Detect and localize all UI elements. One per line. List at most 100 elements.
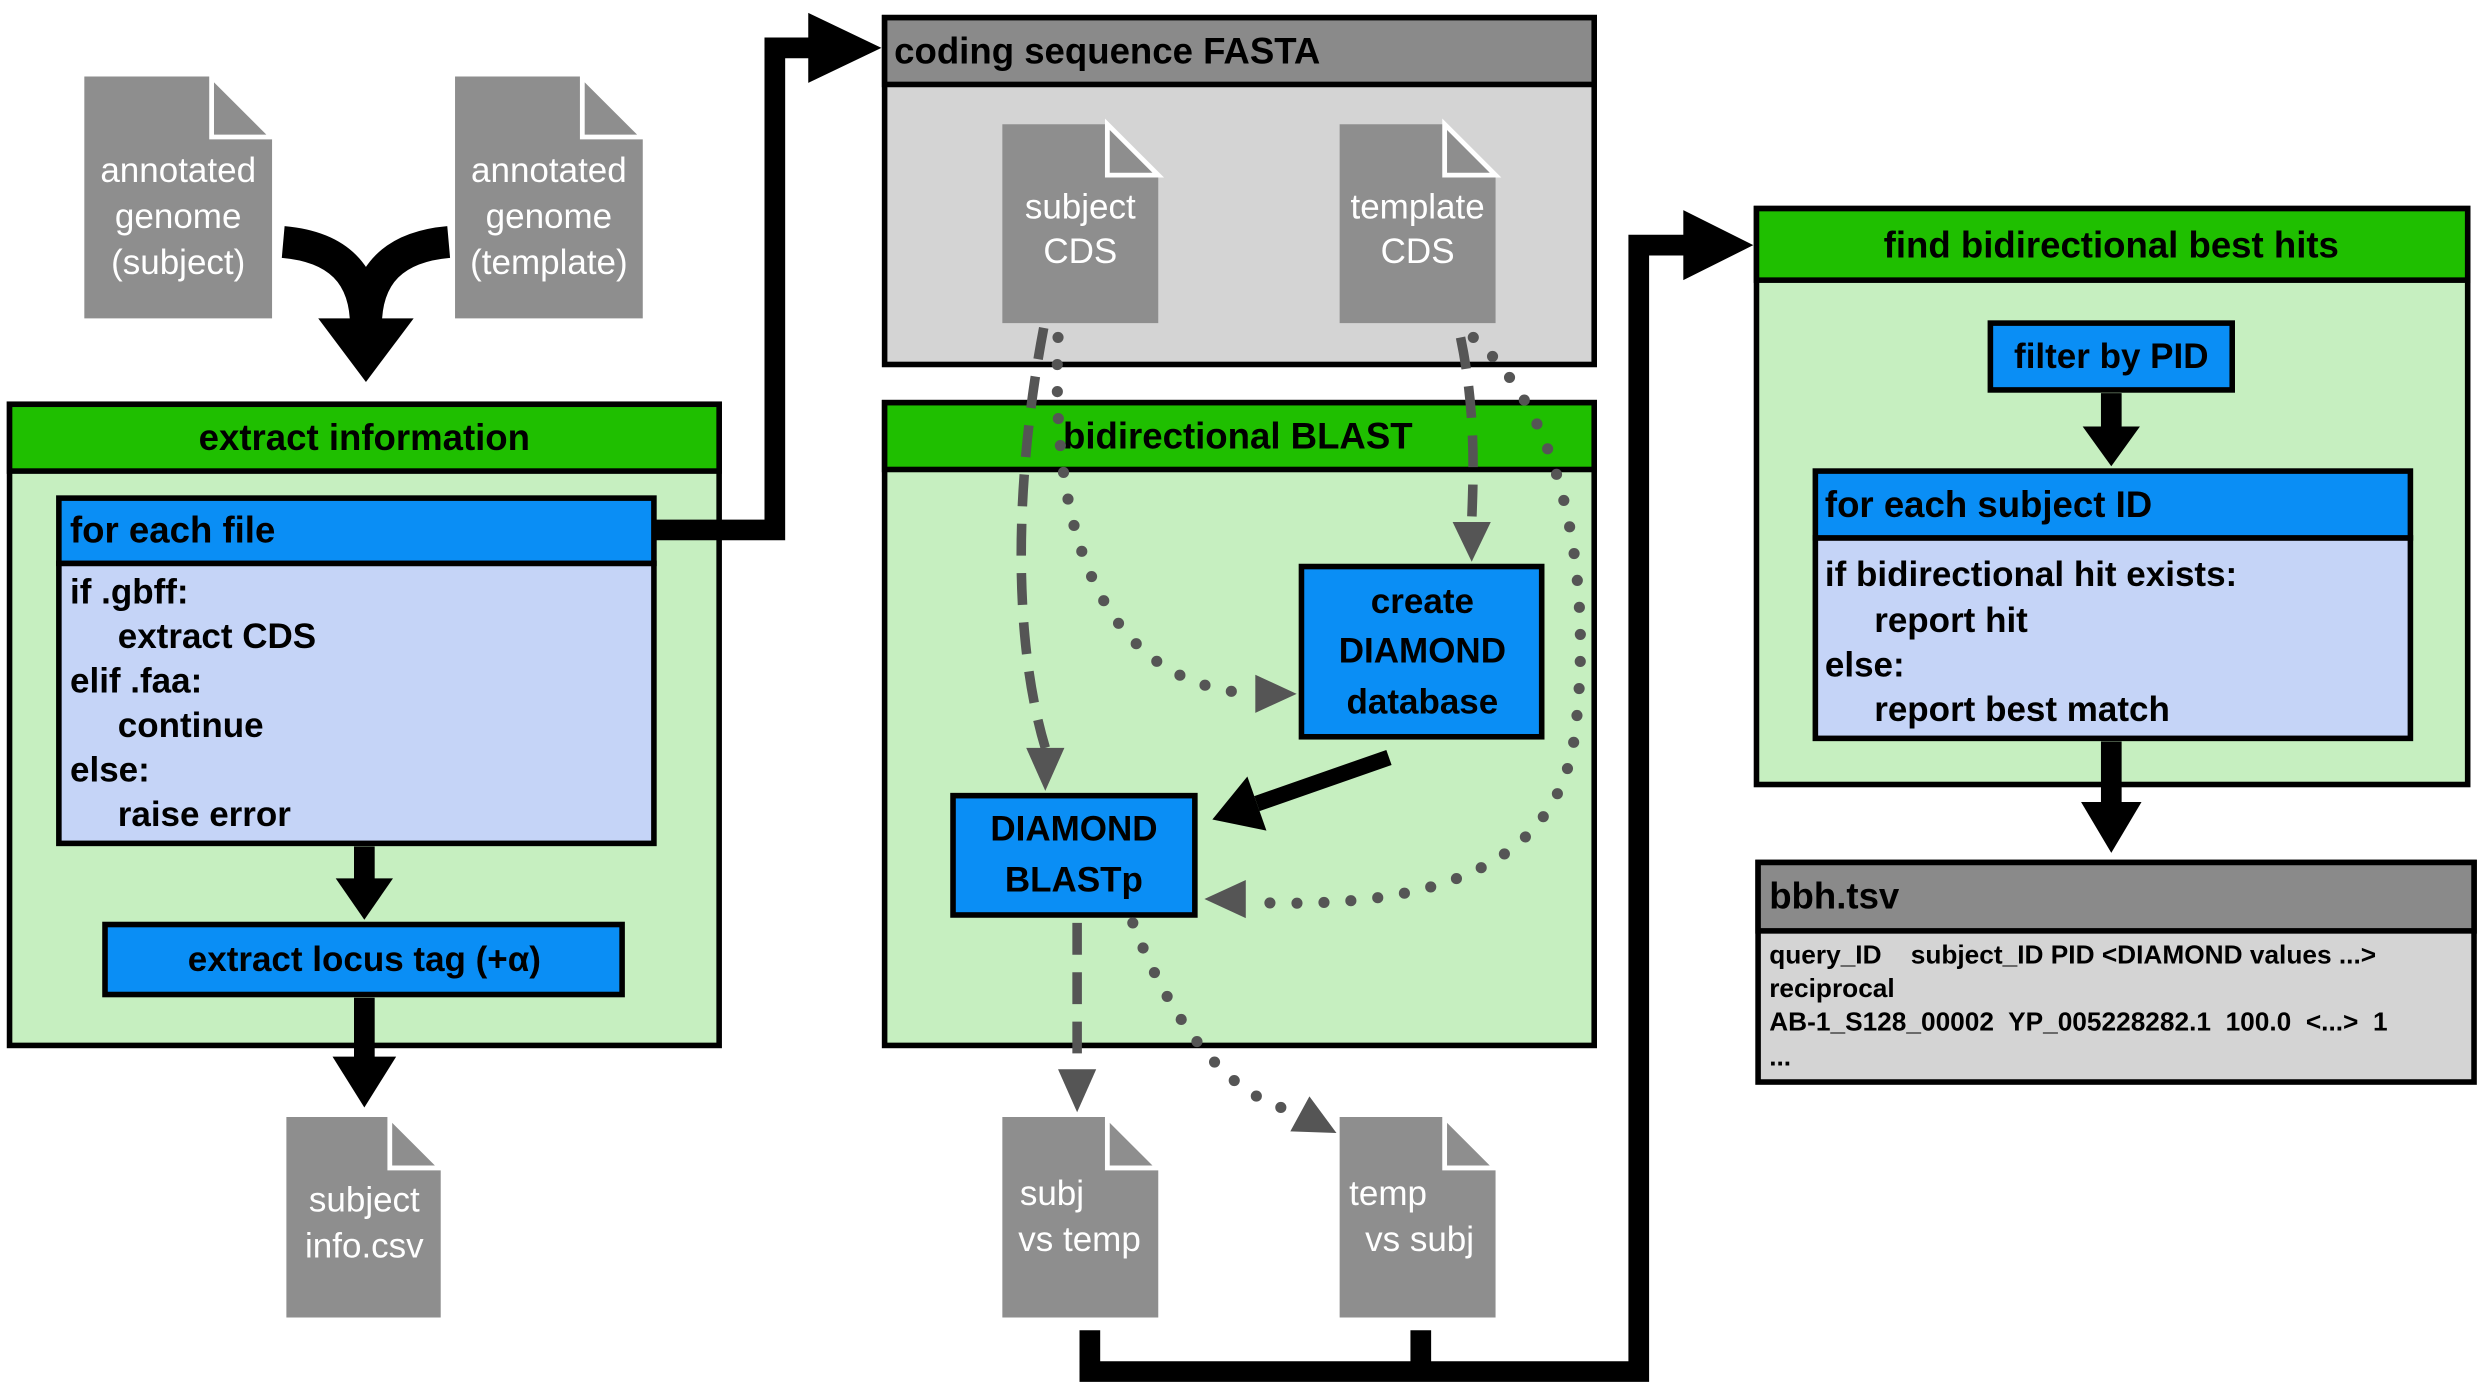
arrow-head bbox=[335, 878, 393, 920]
panel-header bbox=[6, 401, 722, 474]
subj-vs-temp-file-icon: subj vs temp bbox=[1002, 1111, 1165, 1318]
locus-tag-step: extract locus tag (+α) bbox=[102, 921, 625, 998]
dotted-arrow-subject-cds-to-database bbox=[1051, 331, 1297, 713]
bidirectional-blast-panel: bidirectional BLAST create DIAMOND datab… bbox=[881, 399, 1597, 1049]
filter-step: filter by PID bbox=[1987, 320, 2235, 393]
code-line: raise error bbox=[118, 795, 292, 834]
merge-arrow bbox=[281, 226, 451, 382]
document-fold bbox=[1442, 118, 1502, 178]
coding-sequence-fasta-panel: coding sequence FASTA subject CDS templa… bbox=[881, 14, 1597, 368]
code-line: else: bbox=[1825, 646, 1905, 685]
tsv-line: reciprocal bbox=[1769, 973, 1894, 1003]
dashed-arrow-blastp-to-subj-vs-temp bbox=[1058, 922, 1097, 1113]
document-fold bbox=[579, 70, 649, 140]
arrow-head bbox=[1255, 674, 1297, 713]
loop-title: for each subject ID bbox=[1825, 484, 2152, 525]
subject-genome-file-icon: annotated genome (subject) bbox=[84, 70, 278, 319]
code-line: extract CDS bbox=[118, 617, 316, 656]
arrow-head bbox=[1026, 747, 1065, 791]
step-box bbox=[950, 792, 1198, 918]
step-label-line: DIAMOND bbox=[990, 810, 1157, 849]
code-line: else: bbox=[70, 751, 150, 790]
tsv-line: query_ID subject_ID PID <DIAMOND values … bbox=[1769, 940, 2376, 970]
arrow-head bbox=[1212, 776, 1267, 831]
arrow-head bbox=[808, 12, 882, 83]
code-line: if .gbff: bbox=[70, 572, 189, 611]
step-label-line: create bbox=[1371, 582, 1474, 621]
arrow-head bbox=[1290, 1096, 1337, 1133]
merge-arrow-right-branch bbox=[350, 226, 451, 327]
arrow-to-find-best-hits bbox=[1079, 210, 1754, 1382]
arrow-head bbox=[1058, 1069, 1097, 1113]
code-line: report hit bbox=[1874, 601, 2028, 640]
code-line: report best match bbox=[1874, 690, 2170, 729]
arrow-shaft bbox=[1455, 336, 1478, 523]
loop-body bbox=[1812, 535, 2414, 742]
template-cds-file-icon: template CDS bbox=[1339, 118, 1502, 324]
arrow-shaft bbox=[1254, 749, 1392, 812]
tsv-line: AB-1_S128_00002 YP_005228282.1 100.0 <..… bbox=[1769, 1007, 2387, 1037]
dashed-arrow-template-cds-to-database bbox=[1452, 336, 1491, 562]
arrow-head bbox=[1683, 210, 1754, 281]
arrow-shaft bbox=[1016, 326, 1050, 750]
document-fold bbox=[1104, 1111, 1165, 1171]
blastp-step: DIAMOND BLASTp bbox=[950, 792, 1198, 918]
dotted-arrow-blastp-to-temp-vs-subj bbox=[1127, 917, 1337, 1133]
step-label: filter by PID bbox=[2014, 337, 2208, 376]
arrow-to-for-each-subject bbox=[2082, 393, 2140, 467]
step-label-line: BLASTp bbox=[1005, 860, 1143, 899]
file-label-line: subject bbox=[1025, 187, 1136, 226]
panel-header bbox=[881, 14, 1597, 88]
arrow-head bbox=[332, 1056, 397, 1108]
create-database-step: create DIAMOND database bbox=[1298, 563, 1545, 740]
code-line: elif .faa: bbox=[70, 662, 202, 701]
loop-body bbox=[56, 560, 657, 847]
dotted-arrow-template-cds-to-blastp bbox=[1204, 331, 1586, 919]
panel-header bbox=[1755, 859, 2477, 934]
file-label-line: vs temp bbox=[1018, 1220, 1141, 1259]
document-fold bbox=[1104, 118, 1165, 178]
file-label-line: vs subj bbox=[1365, 1220, 1474, 1259]
arrow-head bbox=[1204, 879, 1246, 919]
file-label-line: genome bbox=[486, 197, 612, 236]
file-label-line: genome bbox=[115, 197, 241, 236]
panel-title: find bidirectional best hits bbox=[1884, 225, 2339, 266]
arrow-to-bbh-file bbox=[2081, 741, 2142, 853]
file-label-line: template bbox=[1350, 187, 1484, 226]
tsv-line: ... bbox=[1769, 1042, 1791, 1072]
merge-arrow-head bbox=[318, 318, 414, 382]
arrow-to-locus-tag-step bbox=[335, 846, 393, 920]
file-label-line: temp bbox=[1349, 1174, 1427, 1213]
file-label-line: annotated bbox=[471, 151, 627, 190]
file-label-line: subject bbox=[309, 1180, 420, 1219]
step-label: extract locus tag (+α) bbox=[188, 940, 541, 979]
arrow-to-subject-info-file bbox=[332, 997, 397, 1108]
arrow-head bbox=[2082, 426, 2140, 467]
loop-header bbox=[56, 495, 657, 567]
step-label-line: database bbox=[1347, 682, 1499, 721]
panel-header bbox=[1753, 205, 2471, 283]
extract-information-panel: extract information for each file if .gb… bbox=[6, 401, 722, 1049]
file-label-line: info.csv bbox=[305, 1226, 424, 1265]
bbh-tsv-panel: bbh.tsv query_ID subject_ID PID <DIAMOND… bbox=[1755, 859, 2477, 1085]
dashed-arrow-subject-cds-to-blastp bbox=[1016, 326, 1065, 791]
panel-title: extract information bbox=[199, 417, 530, 458]
code-line: continue bbox=[118, 706, 264, 745]
panel-title: bbh.tsv bbox=[1769, 875, 1900, 916]
file-label-line: annotated bbox=[100, 151, 256, 190]
arrow-head bbox=[1452, 521, 1491, 562]
step-label-line: DIAMOND bbox=[1339, 631, 1506, 670]
find-best-hits-panel: find bidirectional best hits filter by P… bbox=[1753, 205, 2471, 788]
file-label-line: subj bbox=[1020, 1174, 1084, 1213]
template-genome-file-icon: annotated genome (template) bbox=[455, 70, 649, 319]
step-box bbox=[1298, 563, 1545, 740]
panel-title: coding sequence FASTA bbox=[894, 31, 1320, 72]
for-each-subject-block: for each subject ID if bidirectional hit… bbox=[1812, 468, 2414, 742]
subject-info-file-icon: subject info.csv bbox=[286, 1111, 447, 1318]
arrow-shaft bbox=[653, 37, 815, 541]
loop-title: for each file bbox=[70, 509, 275, 550]
subject-cds-file-icon: subject CDS bbox=[1002, 118, 1165, 324]
loop-header bbox=[1812, 468, 2414, 541]
step-box bbox=[102, 921, 625, 998]
